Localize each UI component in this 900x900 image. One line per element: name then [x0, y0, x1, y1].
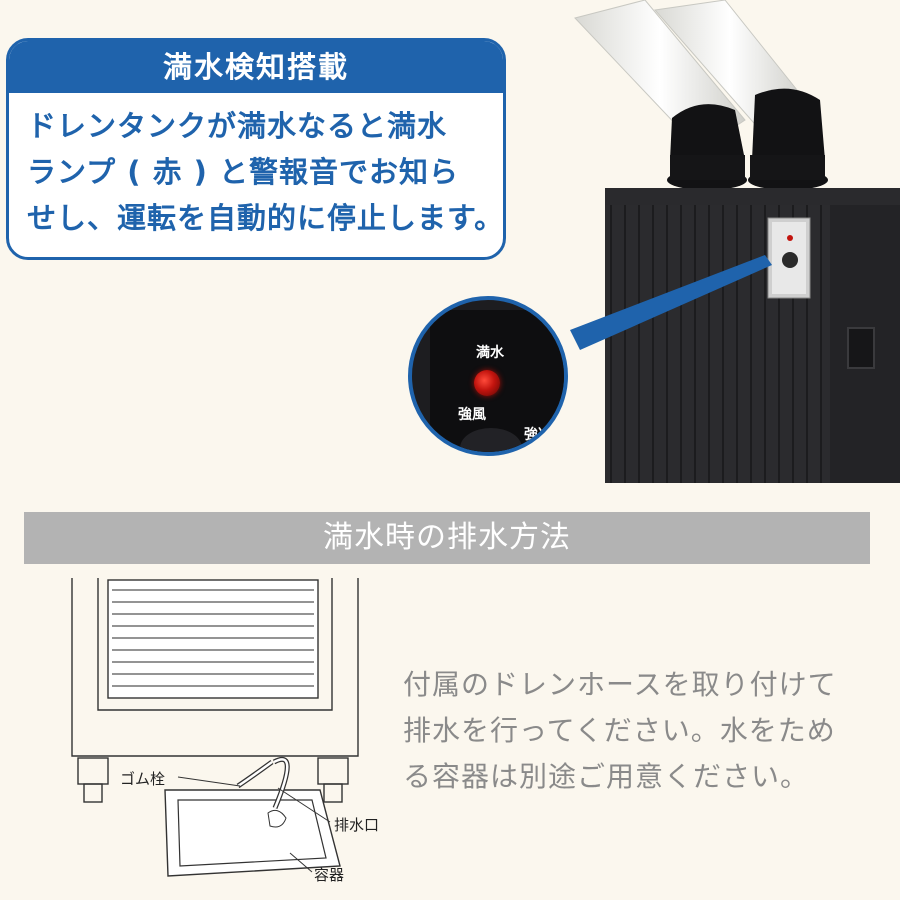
- drain-outlet-label: 排水口: [334, 816, 380, 834]
- callout-text: ドレンタンクが満水なると満水 ランプ ( 赤 ) と警報音でお知ら せし、運転を…: [9, 93, 503, 241]
- callout-line-3: せし、運転を自動的に停止します。: [27, 201, 505, 235]
- drain-description: 付属のドレンホースを取り付けて 排水を行ってください。水をため る容器は別途ご用…: [403, 662, 837, 800]
- callout-line-2: ランプ ( 赤 ) と警報音でお知ら: [27, 155, 460, 189]
- full-water-detection-callout: 満水検知搭載 ドレンタンクが満水なると満水 ランプ ( 赤 ) と警報音でお知ら…: [6, 38, 506, 260]
- container-label: 容器: [314, 866, 345, 884]
- control-panel-zoom: 満水 強風 強冷: [408, 296, 568, 456]
- description-line-2: 排水を行ってください。水をため: [403, 714, 836, 747]
- rubber-plug-label: ゴム栓: [120, 770, 166, 788]
- drain-section-title: 満水時の排水方法: [24, 512, 870, 564]
- description-line-3: る容器は別途ご用意ください。: [403, 760, 810, 793]
- description-line-1: 付属のドレンホースを取り付けて: [403, 668, 837, 701]
- full-water-label: 満水: [476, 345, 504, 361]
- drain-diagram: ゴム栓 排水口 容器: [50, 578, 390, 888]
- spot-cooler-product-image: [400, 0, 900, 485]
- callout-line-1: ドレンタンクが満水なると満水: [27, 109, 448, 143]
- full-water-lamp-icon: [474, 370, 500, 396]
- strong-cool-label: 強冷: [524, 427, 552, 443]
- strong-wind-label: 強風: [458, 407, 486, 423]
- callout-title: 満水検知搭載: [9, 41, 503, 93]
